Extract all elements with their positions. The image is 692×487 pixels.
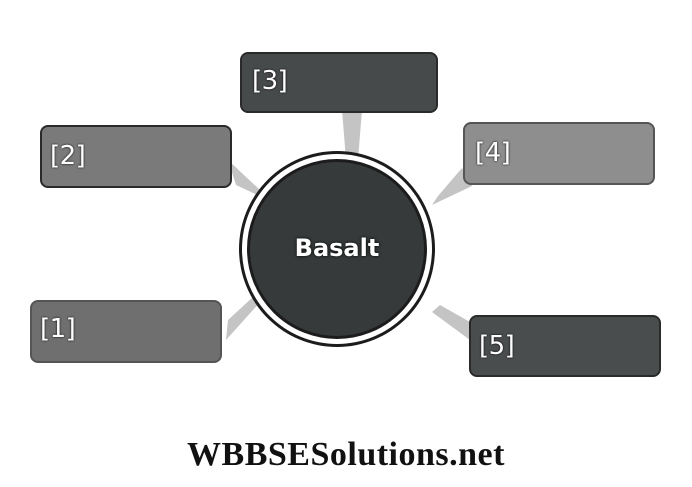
- node-box-4: [4]: [463, 122, 655, 185]
- node-label-5: [5]: [479, 331, 515, 361]
- center-node-basalt: Basalt: [247, 159, 427, 339]
- center-node-label: Basalt: [294, 234, 380, 262]
- connector-5: [432, 305, 470, 340]
- watermark-text: WBBSESolutions.net: [187, 436, 505, 473]
- node-box-1: [1]: [30, 300, 222, 363]
- node-label-3: [3]: [252, 66, 288, 96]
- node-box-5: [5]: [469, 315, 661, 377]
- node-label-4: [4]: [475, 138, 511, 168]
- connector-2: [228, 160, 268, 200]
- connector-4: [432, 168, 472, 205]
- node-label-1: [1]: [40, 314, 76, 344]
- connector-1: [226, 296, 262, 340]
- node-box-3: [3]: [240, 52, 438, 113]
- connector-3: [342, 110, 362, 160]
- node-box-2: [2]: [40, 125, 232, 188]
- node-label-2: [2]: [50, 141, 86, 171]
